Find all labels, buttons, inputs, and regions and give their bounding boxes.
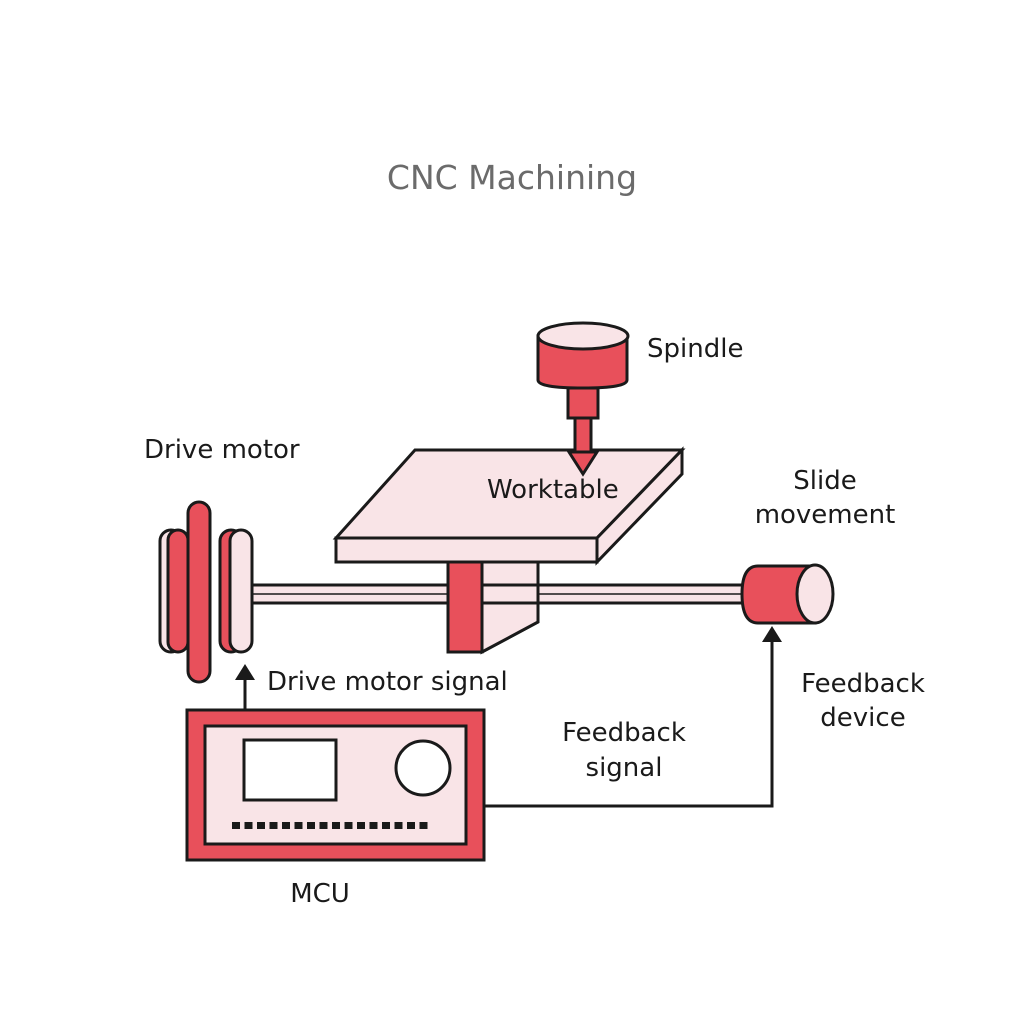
label-mcu: MCU [290, 879, 350, 909]
worktable [332, 446, 686, 566]
mcu-button [369, 822, 378, 829]
mcu-button [357, 822, 365, 829]
mcu-button [382, 822, 390, 829]
mcu-button [344, 822, 353, 829]
mcu [185, 708, 486, 862]
label-feedback-device-1: Feedback [801, 669, 925, 699]
worktable-support [446, 560, 540, 655]
mcu-button [294, 822, 303, 829]
mcu-dial [394, 739, 452, 797]
label-slide-movement-1: Slide [793, 466, 856, 496]
mcu-button [244, 822, 253, 829]
mcu-button [419, 822, 428, 829]
label-feedback-signal-1: Feedback [562, 718, 686, 748]
label-slide-movement-2: movement [755, 500, 896, 530]
feedback-device [740, 563, 835, 625]
mcu-button [307, 822, 315, 829]
mcu-button [332, 822, 340, 829]
feedback-signal-arrow [484, 626, 782, 808]
label-feedback-signal-2: signal [586, 753, 663, 783]
mcu-button [282, 822, 290, 829]
mcu-button [232, 822, 240, 829]
drive-motor-signal-arrow [235, 664, 255, 710]
page-title: CNC Machining [386, 158, 638, 197]
label-feedback-device-2: device [820, 703, 905, 733]
label-drive-motor-signal: Drive motor signal [267, 667, 508, 697]
label-drive-motor: Drive motor [144, 435, 300, 465]
mcu-button [269, 822, 278, 829]
label-spindle: Spindle [647, 334, 743, 364]
drive-motor [158, 500, 254, 684]
mcu-button [257, 822, 265, 829]
mcu-button [319, 822, 328, 829]
label-worktable: Worktable [487, 475, 619, 505]
mcu-button [394, 822, 403, 829]
spindle [536, 321, 630, 477]
mcu-button [407, 822, 415, 829]
mcu-button-row [232, 822, 428, 829]
mcu-screen [242, 738, 338, 802]
